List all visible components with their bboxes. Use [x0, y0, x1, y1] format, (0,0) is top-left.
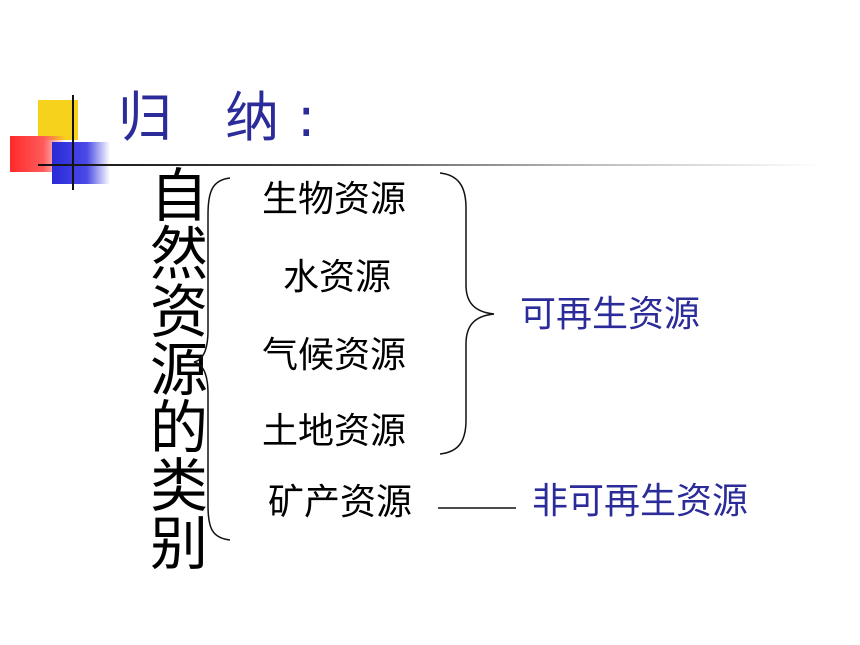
- decor-vertical-line: [72, 95, 74, 190]
- decor-yellow-square: [38, 100, 78, 140]
- category-renewable: 可再生资源: [520, 294, 701, 335]
- category-nonrenewable: 非可再生资源: [532, 481, 749, 522]
- resource-land: 土地资源: [262, 411, 407, 452]
- left-brace: [193, 177, 231, 541]
- resource-climate: 气候资源: [262, 335, 407, 376]
- decor-horizontal-line: [38, 164, 820, 166]
- page-title: 归 纳:: [118, 86, 334, 149]
- decor-blue-square: [52, 142, 110, 184]
- resource-biological: 生物资源: [262, 179, 407, 220]
- right-brace: [439, 172, 495, 455]
- resource-mineral: 矿产资源: [268, 482, 413, 523]
- vertical-category-label: 自然资源的类别: [140, 165, 208, 571]
- resource-water: 水资源: [283, 257, 392, 298]
